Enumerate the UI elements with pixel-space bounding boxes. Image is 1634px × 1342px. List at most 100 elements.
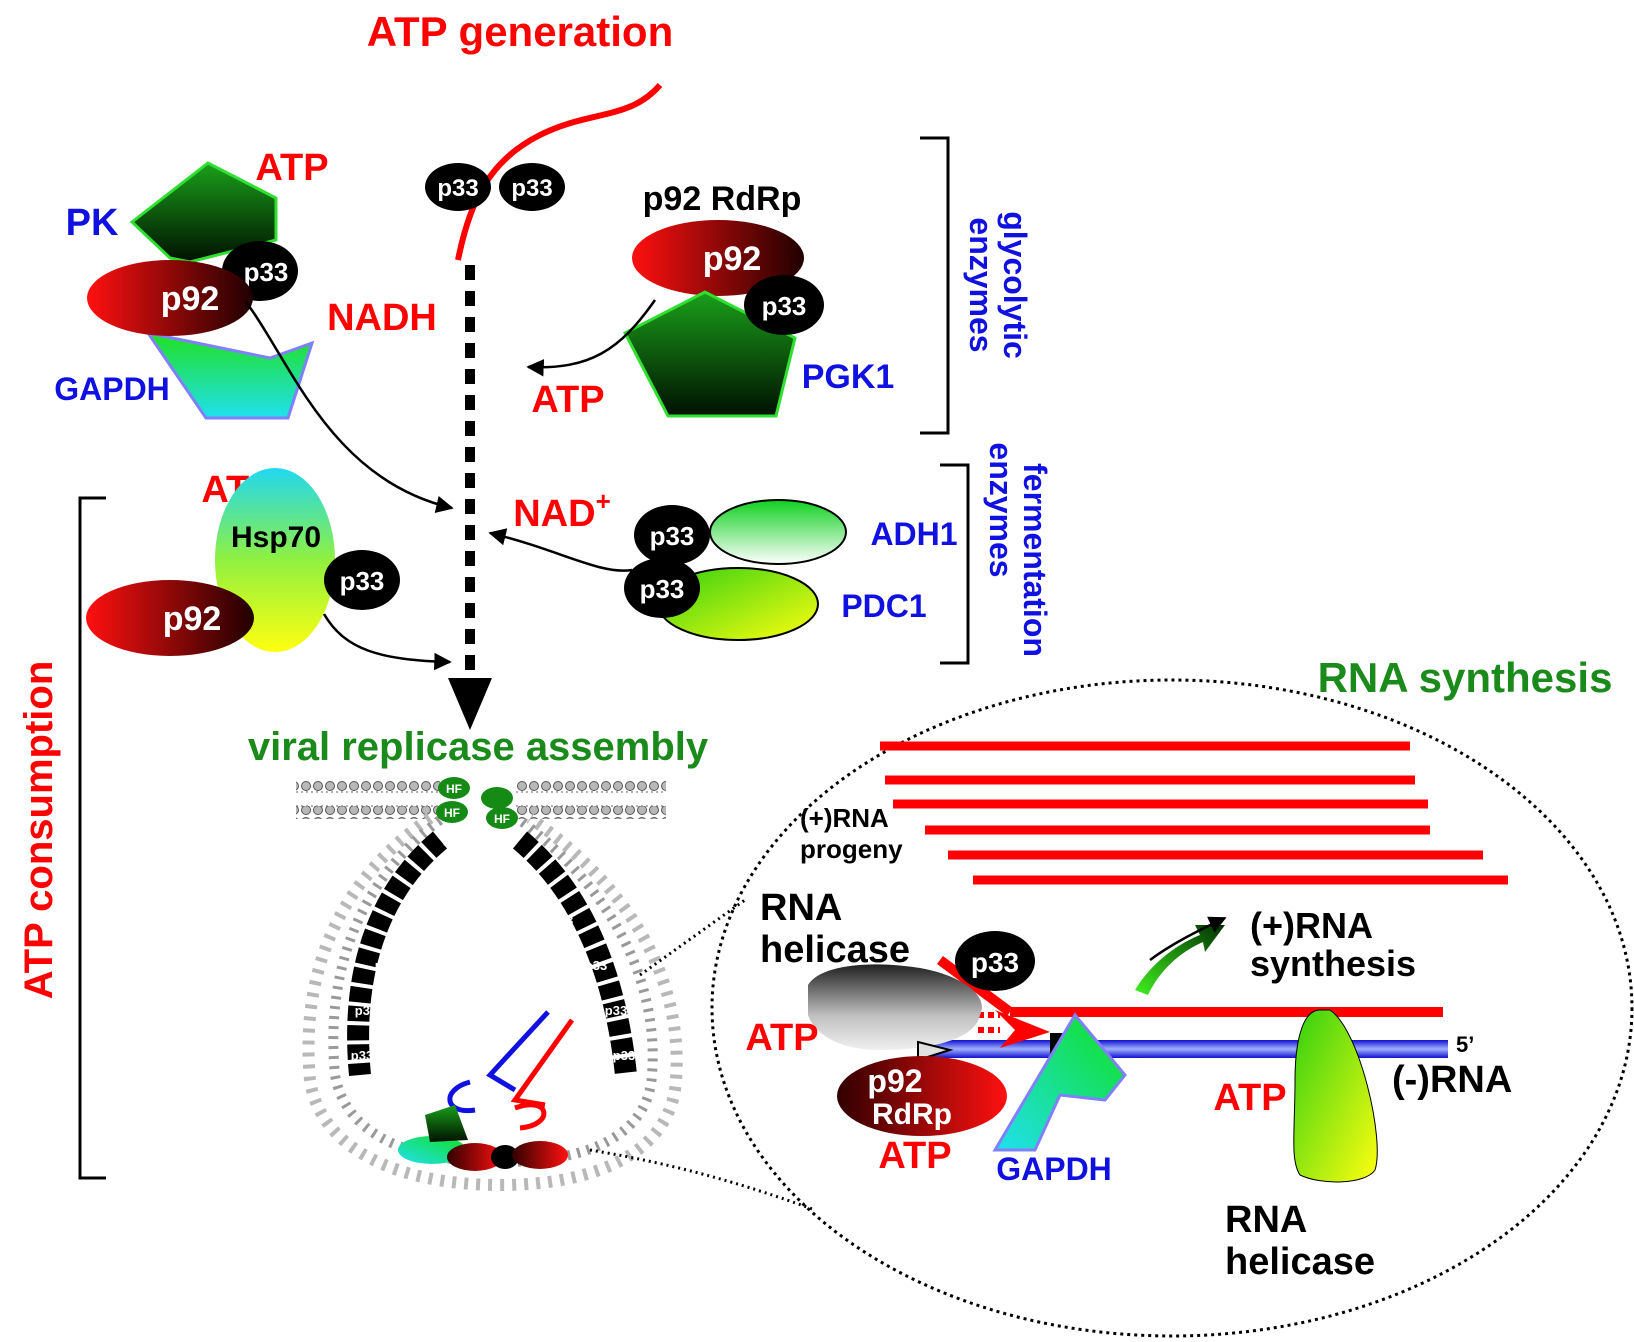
p33-protein — [324, 550, 400, 610]
rna-helicase-yellow — [1293, 1009, 1378, 1183]
pgk1-atp-label: ATP — [531, 379, 604, 421]
p33-protein — [634, 505, 710, 565]
rna-helicase-label-2: helicase — [760, 929, 910, 971]
rna-synthesis-zoom — [710, 678, 1634, 1338]
synthesis-direction-arrow — [1135, 925, 1225, 995]
p33-dimer: p33 p33 — [425, 163, 565, 211]
glycolytic-label-1: glycolytic — [997, 211, 1033, 359]
p33-label: p33 — [355, 1003, 377, 1018]
nad-label: NAD+ — [513, 486, 611, 535]
glycolytic-label-2: enzymes — [963, 217, 999, 352]
p33-label: p33 — [494, 831, 516, 846]
adh1-label: ADH1 — [870, 516, 957, 552]
plus-rna-synthesis-label-1: (+)RNA — [1250, 905, 1373, 946]
p33-label: p33 — [762, 291, 807, 321]
adh1-enzyme — [709, 499, 847, 565]
p33-label: p33 — [551, 913, 573, 928]
p92-protein — [632, 220, 804, 296]
p33-label: p33 — [427, 868, 449, 883]
rdrp-p92-label: p92 — [867, 1063, 922, 1099]
p92-label: p92 — [161, 280, 220, 318]
p33-label: p33 — [437, 175, 478, 202]
five-prime-label: 5’ — [1456, 1032, 1474, 1057]
hf-label: HF — [494, 812, 510, 826]
glycolytic-bracket — [920, 136, 950, 435]
pgk1-label: PGK1 — [802, 358, 895, 396]
hf-label: HF — [444, 806, 460, 820]
minus-rna-label: (-)RNA — [1392, 1059, 1512, 1101]
plus-rna-progeny-label-2: progeny — [800, 834, 903, 864]
p33-label: p33 — [650, 521, 695, 551]
p33-label: p33 — [585, 958, 607, 973]
p33-label: p33 — [340, 566, 385, 596]
p33-label: p33 — [351, 1048, 373, 1063]
pk-label: PK — [66, 202, 119, 244]
zoom-connector-top — [639, 898, 746, 977]
assembly-arrowhead — [448, 678, 492, 730]
p33-label: p33 — [401, 913, 423, 928]
atp-generation-title: ATP generation — [367, 8, 674, 55]
pk-enzyme — [129, 161, 278, 264]
rna-synthesis-title: RNA synthesis — [1318, 654, 1613, 701]
p33-label: p33 — [443, 831, 465, 846]
nadh-arrow — [245, 301, 454, 513]
er-membrane — [296, 779, 666, 819]
hf-label: HF — [446, 782, 462, 796]
p33-label: p33 — [605, 1003, 627, 1018]
helicase-atp-label: ATP — [745, 1017, 818, 1059]
spherule-replicase-complex — [398, 1010, 575, 1171]
p33-label: p33 — [640, 574, 685, 604]
plus-rna-synthesis-label-2: synthesis — [1250, 943, 1416, 984]
p92-protein — [86, 580, 254, 656]
rna-helicase-label-1: RNA — [1225, 1199, 1307, 1241]
hsp70-label: Hsp70 — [231, 521, 321, 554]
rna-helicase-label-2: helicase — [1225, 1241, 1375, 1283]
rdrp-direction-arrow — [917, 1040, 954, 1062]
atp-consumption-bracket — [78, 496, 106, 1180]
viral-replicase-assembly-title: viral replicase assembly — [248, 725, 709, 769]
gapdh-enzyme — [992, 1012, 1127, 1152]
spherule-p33-labels: p33 p33 p33 p33 p33 p33 p33 p33 p33 p33 … — [351, 831, 635, 1063]
p33-label: p33 — [511, 175, 552, 202]
progeny-rna-strands — [880, 741, 1508, 885]
pk-atp-label: ATP — [255, 147, 328, 189]
synthesis-black-arrow — [1149, 916, 1227, 962]
rna-helicase-label-1: RNA — [760, 887, 842, 929]
p33-protein — [624, 558, 700, 618]
p92-rdrp-protein — [837, 1056, 1007, 1136]
p92-rdrp-label: p92 RdRp — [643, 180, 802, 218]
p92-label: p92 — [163, 600, 222, 638]
helicase-unwind-arrow — [995, 1010, 1050, 1048]
gapdh-enzyme — [144, 330, 315, 420]
plus-rna-progeny-label-1: (+)RNA — [800, 803, 889, 833]
p33-label: p33 — [244, 257, 289, 287]
gapdh-label: GAPDH — [996, 1151, 1112, 1187]
p33-label: p33 — [971, 947, 1019, 978]
fermentation-bracket — [940, 463, 970, 665]
p92-label: p92 — [703, 240, 762, 278]
p33-label: p33 — [375, 958, 397, 973]
zoom-connector-bottom — [589, 1148, 816, 1212]
pgk1-atp-arrow — [526, 299, 657, 377]
p33-protein — [744, 275, 824, 335]
p92-protein — [87, 260, 253, 336]
p33-protein — [955, 931, 1035, 991]
p33-label: p33 — [613, 1048, 635, 1063]
p33-label: p33 — [517, 868, 539, 883]
viral-rna-strand — [455, 83, 663, 261]
unwind-dots — [978, 1012, 1000, 1033]
yellow-helicase-atp-label: ATP — [1213, 1077, 1286, 1119]
nadh-label: NADH — [327, 297, 437, 339]
atp-consumption-title: ATP consumption — [17, 661, 61, 1000]
hf-proteins: HF HF HF — [436, 777, 518, 829]
pdc1-label: PDC1 — [841, 588, 926, 624]
rna-helicase-grey — [808, 964, 982, 1050]
nad-arrow — [488, 528, 633, 572]
rdrp-atp-label: ATP — [878, 1135, 951, 1177]
spherule-p33-layer — [347, 831, 637, 1077]
fermentation-label-2: enzymes — [983, 442, 1019, 577]
hsp70-arrow — [322, 613, 452, 671]
fermentation-label-1: fermentation — [1017, 463, 1053, 657]
gapdh-label: GAPDH — [54, 371, 170, 407]
